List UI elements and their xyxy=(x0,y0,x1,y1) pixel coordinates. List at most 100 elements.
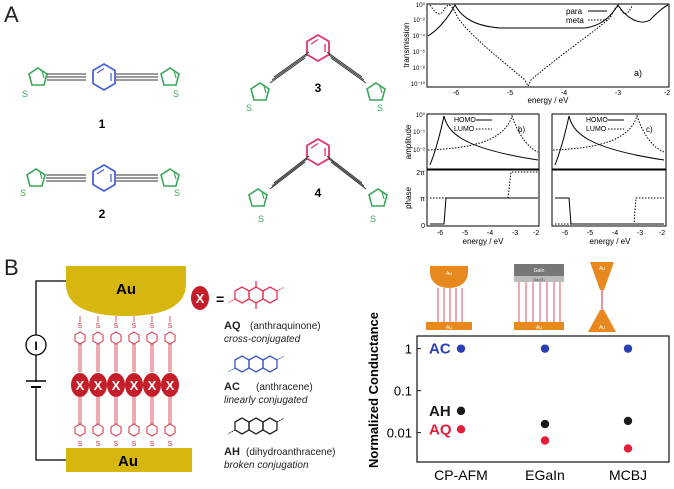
xtick: -6 xyxy=(453,90,459,97)
phenyl-ring xyxy=(92,331,104,345)
x-oval-icon xyxy=(161,373,179,397)
linker-sulfur: S xyxy=(132,323,137,330)
thiophene-ring xyxy=(368,188,388,207)
amplitude-ylabel: amplitude xyxy=(404,124,413,159)
phenyl-ring xyxy=(92,423,104,437)
plot-c-phase-frame xyxy=(551,169,667,227)
phase-ylabel: phase xyxy=(404,187,413,209)
series-label: AH xyxy=(429,403,451,420)
linker-sulfur: S xyxy=(96,323,101,330)
linker-sulfur: S xyxy=(78,323,83,330)
linker-sulfur: S xyxy=(114,441,119,448)
xtick: -4 xyxy=(561,90,567,97)
xtick: -5 xyxy=(462,230,468,237)
legend-entry: HOMO xyxy=(586,117,608,124)
thiophene-ring xyxy=(160,67,180,86)
panel-letter-b: B xyxy=(4,255,19,280)
amp-yticks: 10⁰ 10⁻¹ 10⁻² xyxy=(413,112,425,154)
data-point xyxy=(456,425,466,434)
sulfur-label: S xyxy=(246,103,252,113)
plot-c: -6 -5 -4 -3 -2 energy / eV c) HOMO LUMO xyxy=(551,113,667,246)
y-tick-label: 0.01 xyxy=(387,426,412,441)
phenyl-ring xyxy=(164,423,176,437)
ytick: 0 xyxy=(421,223,425,230)
plot-b: amplitude phase 10⁰ 10⁻¹ 10⁻² 2π π 0 -6 … xyxy=(404,112,540,246)
ytick: 10⁰ xyxy=(416,2,426,9)
ah-structure xyxy=(227,417,285,435)
xtick: -4 xyxy=(487,230,493,237)
series-label: AC xyxy=(429,341,451,358)
thiophene-ring xyxy=(366,82,386,101)
homo-amp-curve xyxy=(429,115,539,166)
oxide-label: Ga₂O₃ xyxy=(533,277,545,282)
phenyl-ring xyxy=(146,331,158,345)
legend-entry: LUMO xyxy=(454,126,475,133)
ytick: 10⁻² xyxy=(413,18,425,24)
ytick: 10⁻² xyxy=(413,148,425,154)
plot-b-phase-frame xyxy=(426,169,540,227)
ac-abbr: AC xyxy=(224,381,240,393)
plot-a-ylabel: transmission xyxy=(402,23,411,68)
plot-c-xlabel: energy / eV xyxy=(590,237,632,246)
homo-phase-curve xyxy=(430,197,538,225)
molecular-wire: SS xyxy=(107,323,125,448)
ah-desc: broken conjugation xyxy=(224,460,309,471)
aq-structure xyxy=(227,281,285,309)
xtick: -3 xyxy=(615,90,621,97)
ah-name: (dihydroanthracene) xyxy=(246,447,336,458)
thiophene-ring xyxy=(28,67,48,86)
ytick: π xyxy=(420,196,425,203)
linker-sulfur: S xyxy=(150,441,155,448)
lumo-phase-curve xyxy=(430,171,538,199)
x-legend: = AQ (anthraquinone) cross-conjugated AC… xyxy=(191,281,336,471)
plot-b-amp-frame xyxy=(426,113,540,170)
ytick: 10⁻¹⁰ xyxy=(411,81,426,88)
benzene-ring xyxy=(92,164,116,192)
ac-desc: linearly conjugated xyxy=(224,395,308,406)
xtick: -5 xyxy=(507,90,513,97)
data-point xyxy=(623,416,633,426)
data-point xyxy=(623,344,633,353)
x-category-label: CP-AFM xyxy=(434,467,488,483)
aq-name: (anthraquinone) xyxy=(250,321,321,332)
au-label: Au xyxy=(446,271,452,277)
plot-a-panel-label: a) xyxy=(634,68,642,78)
xtick: -2 xyxy=(533,230,539,237)
homo-amp-curve xyxy=(554,115,665,166)
au-label: Au xyxy=(599,325,605,331)
sulfur-label: S xyxy=(20,188,26,198)
plot-c-legend: HOMO LUMO xyxy=(586,117,624,133)
aq-abbr: AQ xyxy=(224,320,241,332)
molecule-number: 1 xyxy=(99,117,106,131)
ac-structure xyxy=(227,355,285,373)
x-oval-icon xyxy=(71,373,89,397)
molecule-1: S S xyxy=(22,63,180,99)
molecule-4: S S xyxy=(248,138,388,224)
legend-entry: meta xyxy=(566,16,584,25)
plot-a-legend: para meta xyxy=(566,7,607,25)
au-label: Au xyxy=(536,325,542,331)
xtick: -5 xyxy=(587,230,593,237)
data-point xyxy=(540,419,550,429)
ytick: 10⁻¹ xyxy=(413,130,425,136)
molecule-number: 2 xyxy=(99,207,106,221)
legend-entry: para xyxy=(566,7,583,16)
au-label: Au xyxy=(599,266,605,272)
ammeter-icon xyxy=(25,334,47,356)
plot-b-legend: HOMO LUMO xyxy=(454,117,492,133)
para-curve xyxy=(427,3,669,37)
data-point xyxy=(623,444,633,453)
linker-sulfur: S xyxy=(168,441,173,448)
ytick: 10⁻⁴ xyxy=(413,33,426,40)
panel-letter-a: A xyxy=(4,2,19,27)
plot-c-xticks: -6 -5 -4 -3 -2 xyxy=(562,230,665,237)
mcbj-junction-icon: Au Au xyxy=(588,262,616,332)
molecular-wire: SS xyxy=(89,323,107,448)
linker-sulfur: S xyxy=(168,323,173,330)
xtick: -6 xyxy=(437,230,443,237)
x-oval-icon xyxy=(125,373,143,397)
equals-sign: = xyxy=(216,291,224,307)
